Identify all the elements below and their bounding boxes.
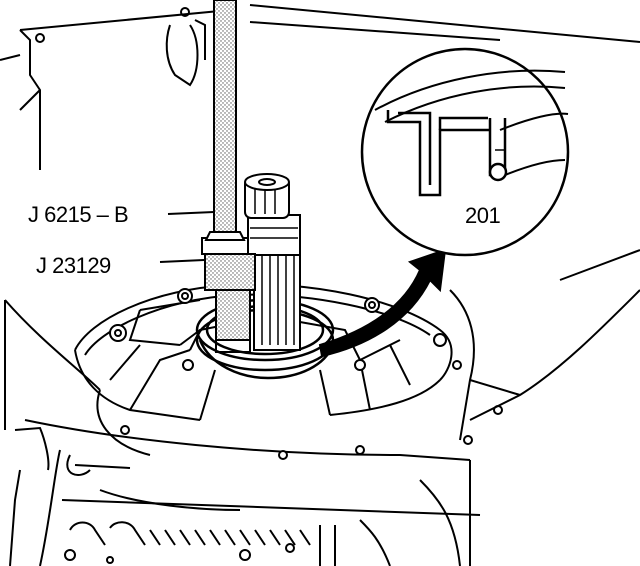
detail-callout — [360, 47, 570, 257]
slide-hammer — [213, 0, 237, 236]
seal-remover-tool — [201, 231, 256, 353]
lower-valve-body — [9, 426, 481, 566]
case-bolts — [109, 288, 447, 460]
tool-label-j6215b: J 6215 – B — [28, 202, 129, 227]
tool-label-j23129: J 23129 — [36, 253, 111, 278]
callout-arrow — [318, 248, 447, 358]
detail-ref-label: 201 — [465, 203, 501, 228]
leader-lines — [159, 211, 215, 263]
frame-structure — [0, 4, 640, 170]
output-shaft — [244, 173, 301, 351]
